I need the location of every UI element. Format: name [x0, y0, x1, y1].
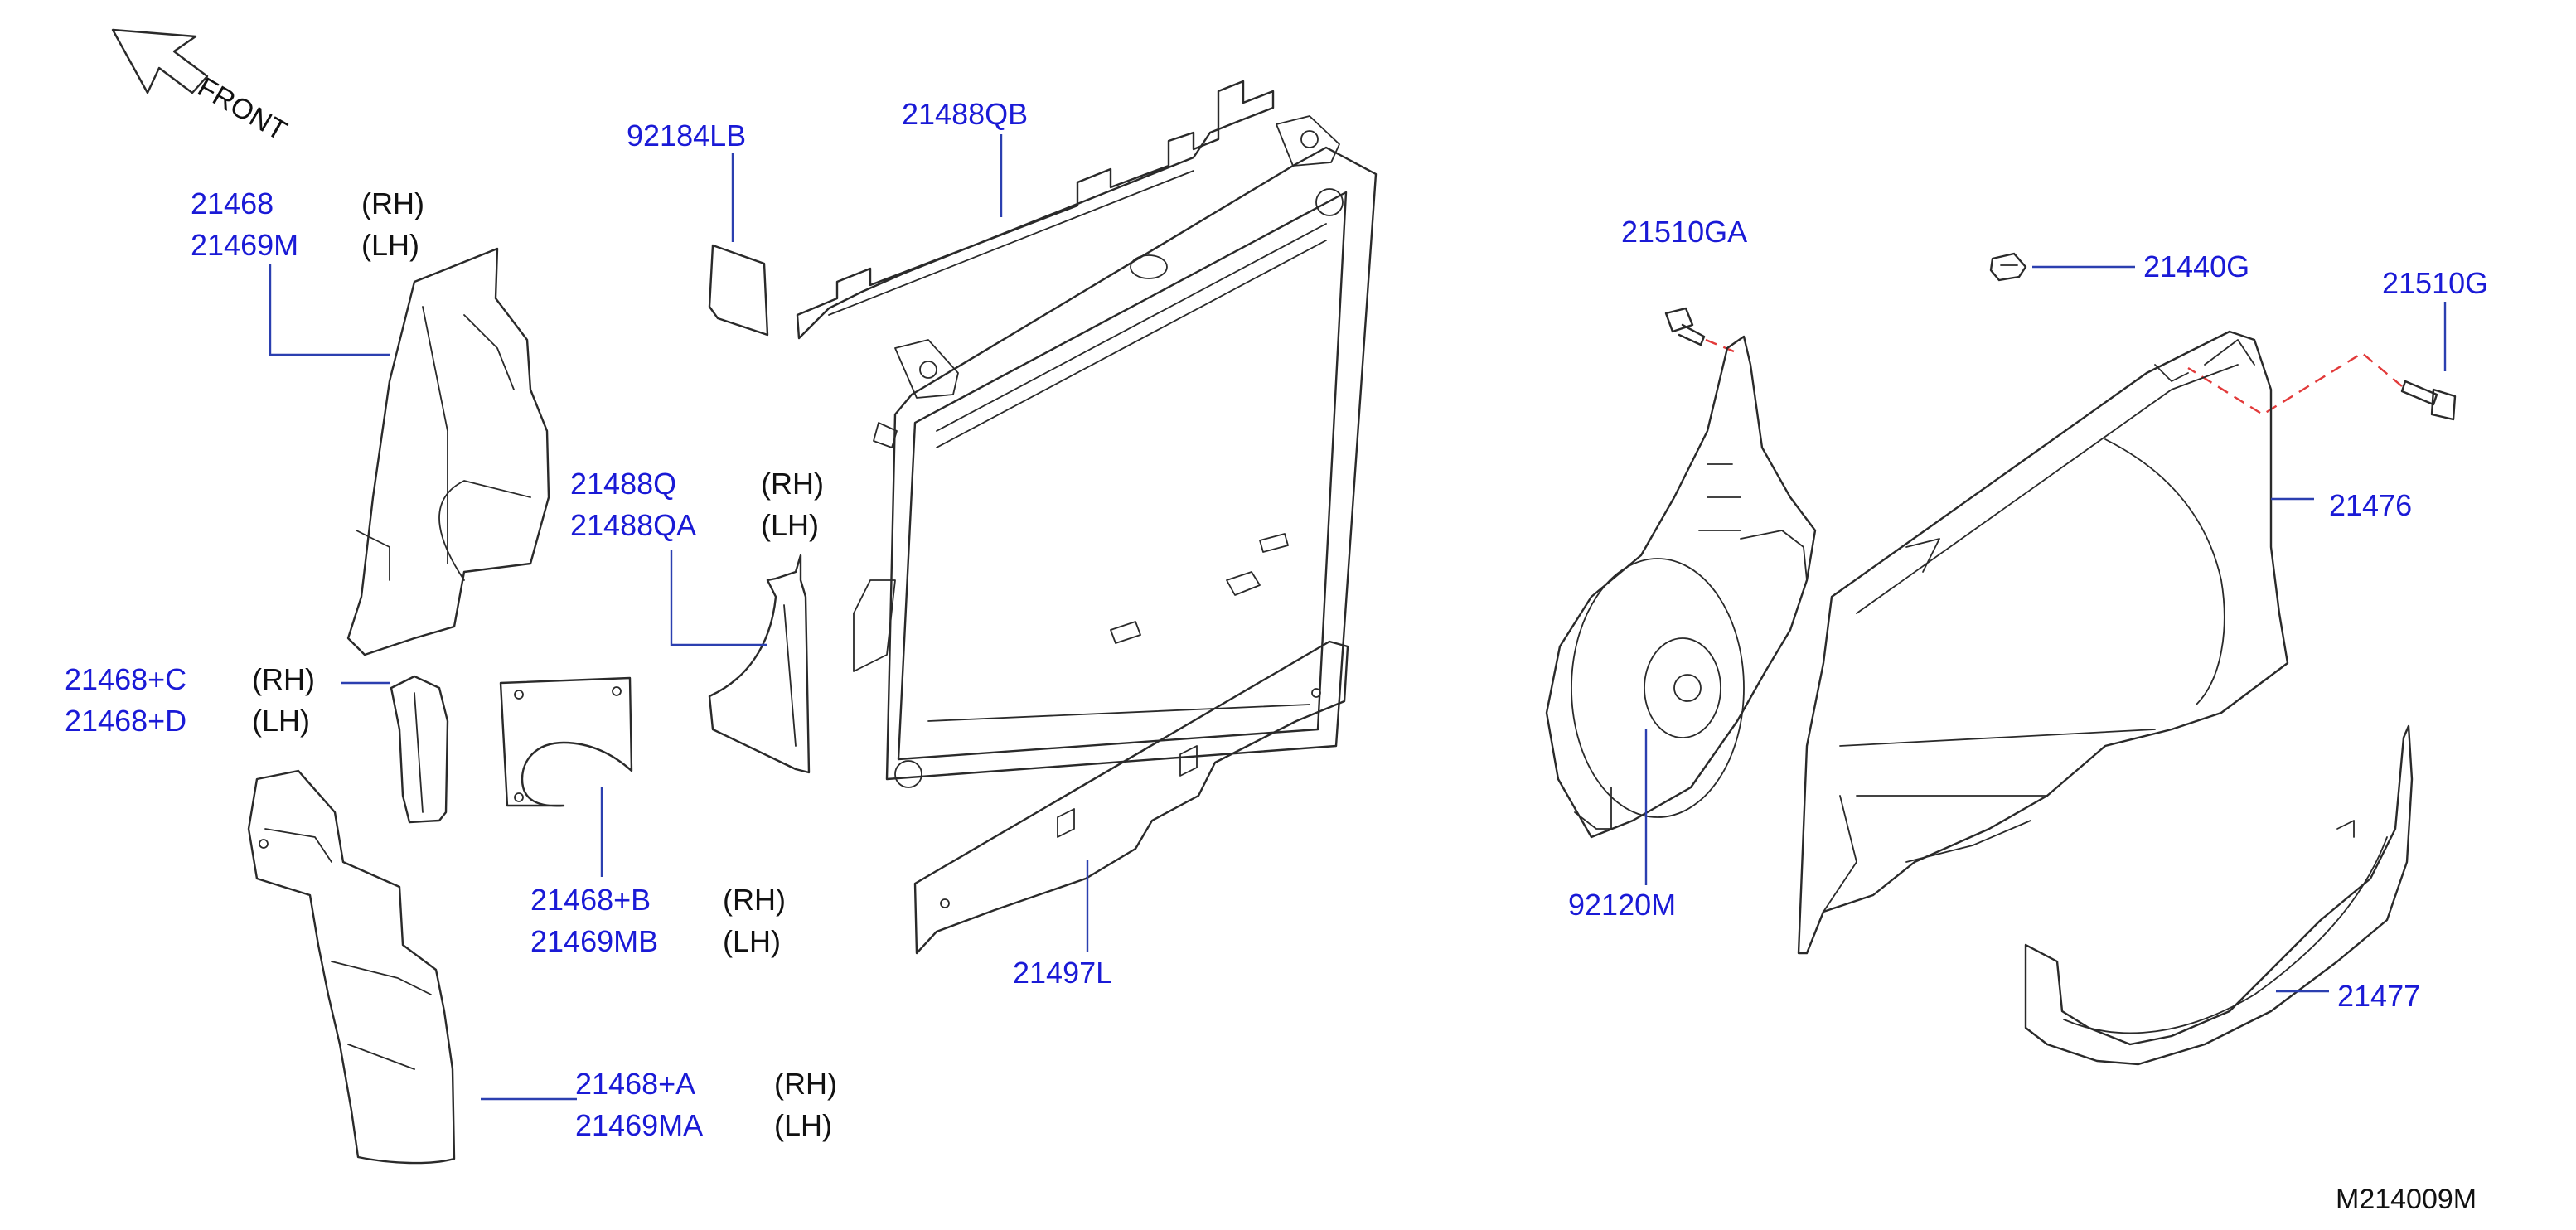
front-arrow-icon [111, 28, 209, 94]
lower-air-guide-pn-rh: 21468+A [575, 1067, 695, 1101]
fan-bolt-part [1664, 307, 1706, 346]
upper-air-guide-leader [269, 264, 390, 356]
fan-motor-pn: 92120M [1568, 888, 1676, 922]
clip-part [1989, 252, 2027, 282]
diagram-code: M214009M [2336, 1184, 2477, 1215]
side-seal-pn-lh: 21488QA [570, 508, 696, 542]
fan-motor-part [1545, 335, 1817, 839]
seal-b-part [499, 676, 633, 807]
seal-b-pn-lh: 21469MB [530, 924, 658, 958]
seal-c-side-lh: (LH) [252, 704, 310, 738]
lower-air-guide-side-lh: (LH) [774, 1108, 832, 1142]
upper-shroud-pn: 21476 [2329, 488, 2412, 522]
label-plate-pn: 92184LB [627, 119, 746, 153]
lower-seal-part [913, 640, 1349, 955]
upper-seal-part [796, 80, 1275, 340]
lower-air-guide-pn-lh: 21469MA [575, 1108, 703, 1142]
fan-bolt-hidden-line [1705, 338, 1735, 353]
upper-air-guide-side-lh: (LH) [361, 228, 419, 262]
side-seal-side-lh: (LH) [761, 508, 819, 542]
side-seal-side-rh: (RH) [761, 467, 824, 501]
seal-b-side-rh: (RH) [723, 883, 786, 917]
clip-pn: 21440G [2143, 249, 2249, 283]
upper-shroud-part [1797, 330, 2289, 955]
side-seal-part [708, 554, 811, 774]
seal-c-pn-rh: 21468+C [65, 662, 186, 696]
seal-c-side-rh: (RH) [252, 662, 315, 696]
seal-c-part [390, 675, 449, 824]
lower-air-guide-part [247, 769, 456, 1165]
shroud-bolt-pn: 21510G [2382, 266, 2488, 300]
upper-seal-pn: 21488QB [902, 97, 1028, 131]
seal-b-side-lh: (LH) [723, 924, 781, 958]
seal-b-pn-rh: 21468+B [530, 883, 651, 917]
fan-bolt-pn: 21510GA [1621, 215, 1747, 249]
front-label: FRONT [192, 71, 292, 147]
lower-shroud-pn: 21477 [2337, 979, 2420, 1013]
upper-air-guide-pn-rh: 21468 [191, 186, 274, 220]
lower-seal-pn: 21497L [1013, 956, 1112, 990]
shroud-bolt-part [2400, 380, 2457, 421]
seal-c-pn-lh: 21468+D [65, 704, 186, 738]
side-seal-leader [670, 550, 767, 646]
radiator-part [853, 115, 1378, 788]
label-plate-part [708, 244, 769, 337]
upper-air-guide-pn-lh: 21469M [191, 228, 298, 262]
side-seal-pn-rh: 21488Q [570, 467, 676, 501]
lower-shroud-part [2024, 724, 2414, 1066]
lower-air-guide-side-rh: (RH) [774, 1067, 837, 1101]
upper-air-guide-side-rh: (RH) [361, 186, 424, 220]
shroud-bolt-hidden-line [2187, 351, 2403, 416]
upper-air-guide-part [346, 247, 550, 656]
